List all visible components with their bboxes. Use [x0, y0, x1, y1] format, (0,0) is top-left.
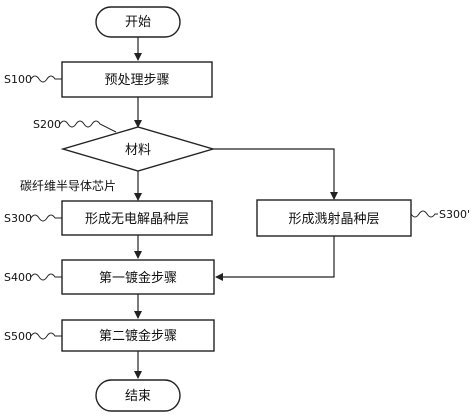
step-connector-s100 — [30, 75, 62, 83]
second-plating-node: 第二镀金步骤 — [61, 319, 215, 352]
step-label-s100: S100 — [4, 73, 32, 86]
edge-sputter-plating1 — [215, 236, 335, 281]
preprocess-node-label: 预处理步骤 — [104, 73, 169, 88]
step-connector-s500 — [30, 332, 62, 340]
step-label-s500: S500 — [4, 330, 32, 343]
step-connector-s400 — [30, 273, 62, 281]
start-node-label: 开始 — [125, 15, 151, 30]
sputter-seed-node: 形成溅射晶种层 — [256, 199, 412, 237]
step-label-s400: S400 — [4, 271, 32, 284]
step-connector-s200 — [59, 120, 117, 133]
first-plating-node: 第一镀金步骤 — [61, 259, 215, 295]
electroless-seed-node-label: 形成无电解晶种层 — [85, 212, 189, 227]
end-node: 结束 — [95, 379, 181, 412]
second-plating-node-label: 第二镀金步骤 — [99, 328, 177, 344]
step-label-s300: S300 — [4, 212, 32, 225]
branch-label: 碳纤维半导体芯片 — [20, 179, 116, 193]
electroless-seed-node: 形成无电解晶种层 — [61, 200, 213, 236]
material-decision-label: 材料 — [125, 143, 151, 158]
preprocess-node: 预处理步骤 — [61, 61, 213, 98]
first-plating-node-label: 第一镀金步骤 — [99, 270, 177, 286]
material-decision: 材料 — [60, 126, 216, 172]
step-label-s200: S200 — [33, 118, 61, 131]
edge-material-sputter — [213, 148, 338, 200]
step-label-s300p: S300' — [439, 208, 470, 221]
end-node-label: 结束 — [125, 389, 151, 404]
sputter-seed-node-label: 形成溅射晶种层 — [288, 211, 379, 227]
step-connector-s300 — [30, 214, 62, 222]
step-connector-s300p — [410, 210, 438, 218]
connectors — [134, 37, 338, 379]
start-node: 开始 — [95, 6, 181, 38]
